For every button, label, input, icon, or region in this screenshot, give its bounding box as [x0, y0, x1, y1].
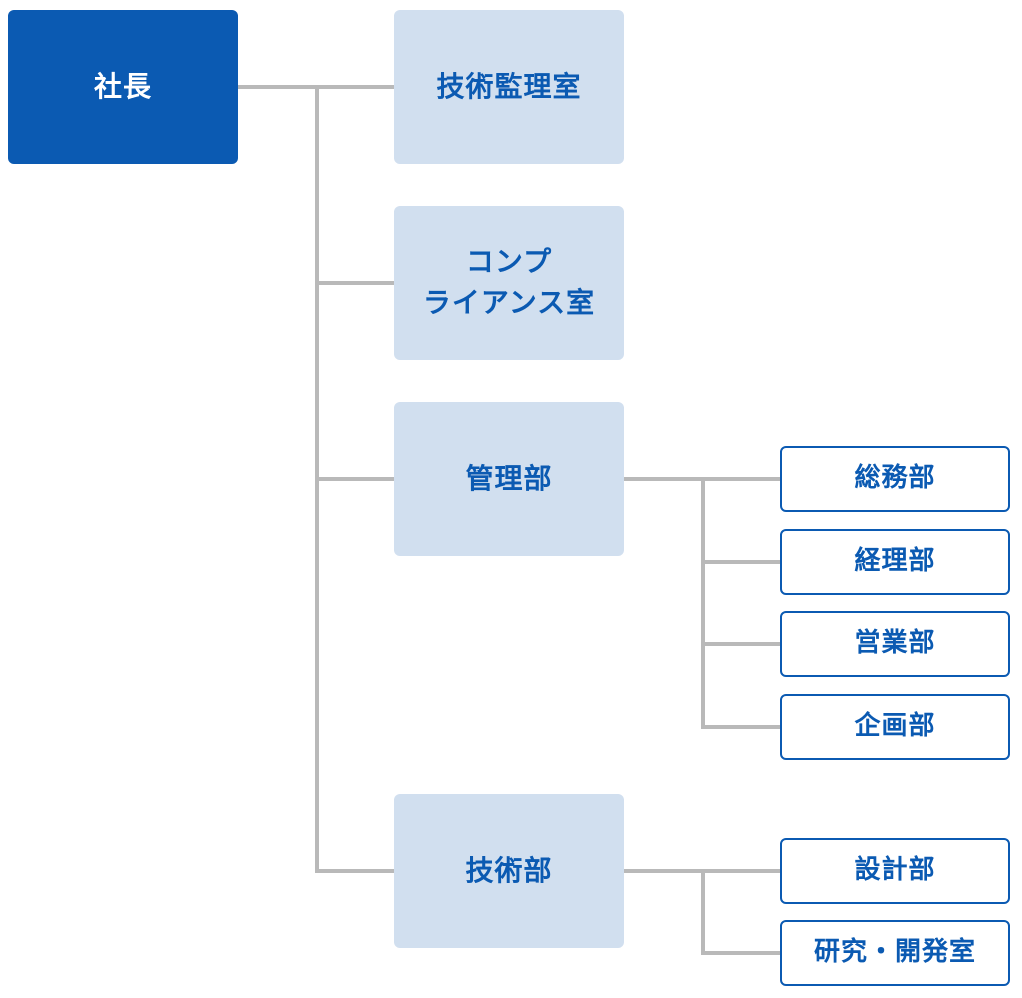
connector-root-horizontal — [238, 85, 316, 89]
technology-department-label: 技術部 — [465, 853, 553, 887]
management-department-box: 管理部 — [394, 402, 624, 556]
connector-to-planning — [701, 725, 780, 729]
connector-to-compliance — [315, 281, 394, 285]
accounting-department-label: 経理部 — [854, 546, 936, 577]
general-affairs-department-label: 総務部 — [854, 463, 936, 494]
compliance-office-label: コンプ ライアンス室 — [423, 242, 595, 323]
technical-supervision-office-label: 技術監理室 — [436, 69, 582, 103]
planning-department-label: 企画部 — [854, 711, 936, 742]
management-department-label: 管理部 — [465, 461, 553, 495]
connector-to-management — [315, 477, 394, 481]
technical-supervision-office-box: 技術監理室 — [394, 10, 624, 164]
root-president-label: 社長 — [93, 69, 152, 103]
planning-department-box: 企画部 — [780, 694, 1010, 760]
connector-management-vertical — [701, 477, 705, 729]
sales-department-box: 営業部 — [780, 611, 1010, 677]
design-department-label: 設計部 — [854, 855, 936, 886]
sales-department-label: 営業部 — [854, 628, 936, 659]
compliance-office-label-line1: コンプ — [465, 245, 553, 279]
connector-to-technical-supervision — [315, 85, 394, 89]
connector-technology-horizontal — [624, 869, 704, 873]
general-affairs-department-box: 総務部 — [780, 446, 1010, 512]
research-development-office-label: 研究・開発室 — [813, 937, 976, 968]
connector-to-sales — [701, 642, 780, 646]
connector-management-horizontal — [624, 477, 704, 481]
connector-to-research — [701, 951, 780, 955]
technology-department-box: 技術部 — [394, 794, 624, 948]
research-development-office-box: 研究・開発室 — [780, 920, 1010, 986]
connector-to-general-affairs — [701, 477, 780, 481]
connector-to-accounting — [701, 560, 780, 564]
compliance-office-box: コンプ ライアンス室 — [394, 206, 624, 360]
design-department-box: 設計部 — [780, 838, 1010, 904]
connector-to-technology — [315, 869, 394, 873]
connector-technology-vertical — [701, 869, 705, 955]
accounting-department-box: 経理部 — [780, 529, 1010, 595]
compliance-office-label-line2: ライアンス室 — [422, 286, 596, 319]
connector-to-design — [701, 869, 780, 873]
root-president-box: 社長 — [8, 10, 238, 164]
